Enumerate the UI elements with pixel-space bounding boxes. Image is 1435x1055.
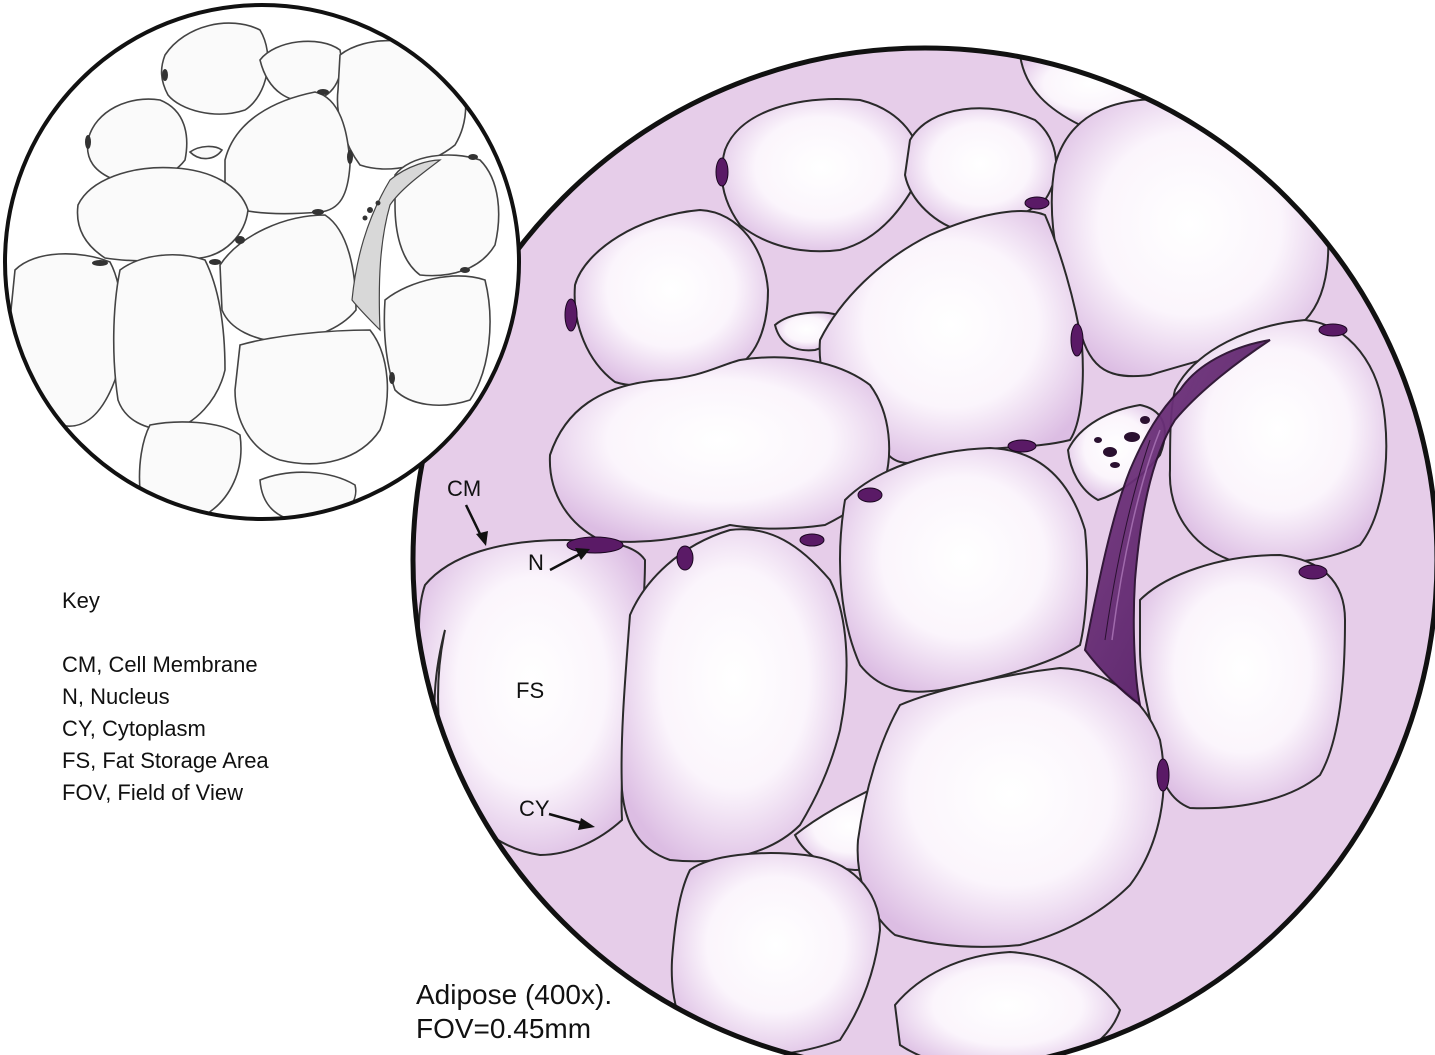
key-item-fat-storage: FS, Fat Storage Area <box>62 745 269 777</box>
nucleus <box>716 158 728 186</box>
key-item-field-of-view: FOV, Field of View <box>62 777 269 809</box>
nucleus <box>1008 440 1036 452</box>
label-cm: CM <box>447 476 481 501</box>
magnified-view <box>413 48 1435 1055</box>
fat-cell <box>1140 555 1345 808</box>
nucleus <box>677 546 693 570</box>
key-item-nucleus: N, Nucleus <box>62 681 269 713</box>
key-item-cell-membrane: CM, Cell Membrane <box>62 649 269 681</box>
label-cy: CY <box>519 796 550 821</box>
nucleus <box>858 488 882 502</box>
fat-cell <box>840 448 1087 692</box>
nucleus <box>1157 759 1169 791</box>
label-fs: FS <box>516 678 544 703</box>
fat-cell <box>1170 320 1386 563</box>
nucleus <box>1299 565 1327 579</box>
nucleus <box>800 534 824 546</box>
nucleus <box>1025 197 1049 209</box>
fat-cell <box>672 853 880 1055</box>
caption-line-magnification: Adipose (400x). <box>416 978 612 1012</box>
key-title: Key <box>62 585 269 617</box>
key-item-cytoplasm: CY, Cytoplasm <box>62 713 269 745</box>
key-legend: Key CM, Cell Membrane N, Nucleus CY, Cyt… <box>62 585 269 809</box>
nucleus <box>1319 324 1347 336</box>
figure-caption: Adipose (400x). FOV=0.45mm <box>416 978 612 1046</box>
caption-line-fov: FOV=0.45mm <box>416 1012 612 1046</box>
nucleus <box>1071 324 1083 356</box>
nucleus <box>567 537 623 553</box>
nucleus <box>565 299 577 331</box>
label-n: N <box>528 550 544 575</box>
overview-sketch <box>5 5 519 522</box>
